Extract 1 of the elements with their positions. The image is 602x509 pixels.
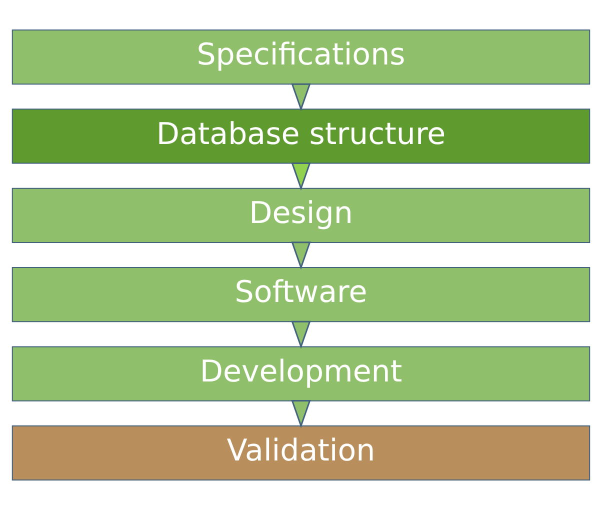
- node-box: Validation: [12, 424, 590, 480]
